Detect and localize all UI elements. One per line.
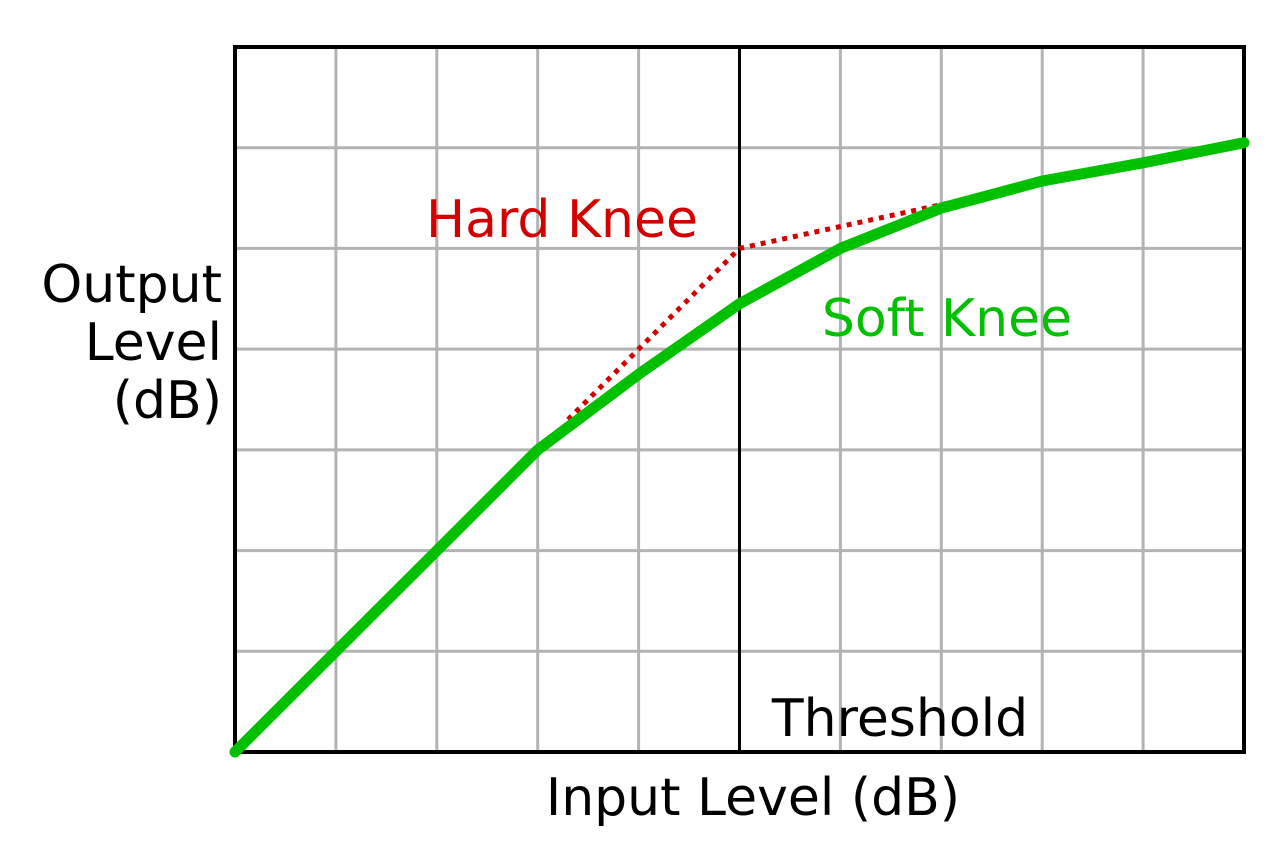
series-group [229,137,1250,758]
hard-knee-line [566,195,973,422]
y-axis-label-line-3: (dB) [113,371,222,431]
threshold-label: Threshold [771,689,1028,749]
soft-knee-line [229,137,1250,758]
y-axis-label-line-2: Level [85,313,222,373]
soft-knee-label: Soft Knee [822,289,1072,349]
x-axis-label: Input Level (dB) [546,768,960,828]
y-axis-label-line-1: Output [41,255,222,315]
hard-knee-label: Hard Knee [426,190,698,250]
plot-frame [233,45,1246,754]
